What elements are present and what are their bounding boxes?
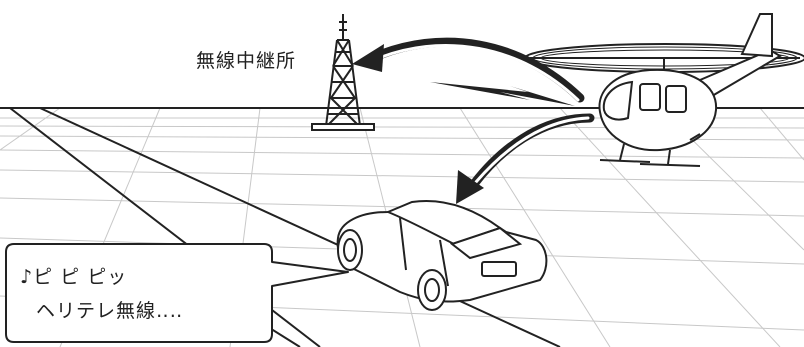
signal-arrow-to-tower — [352, 37, 585, 103]
signal-arrow-to-car — [456, 113, 595, 204]
speech-bubble-line1: ♪ピ ピ ピッ — [20, 266, 128, 288]
car — [336, 200, 548, 311]
relay-station-label: 無線中継所 — [196, 50, 297, 72]
helicopter — [524, 13, 804, 167]
speech-bubble-line2: ヘリテレ無線‥‥ — [36, 300, 184, 322]
radio-tower — [311, 14, 375, 131]
signal-wedge — [430, 82, 575, 106]
speech-bubble — [5, 243, 349, 343]
